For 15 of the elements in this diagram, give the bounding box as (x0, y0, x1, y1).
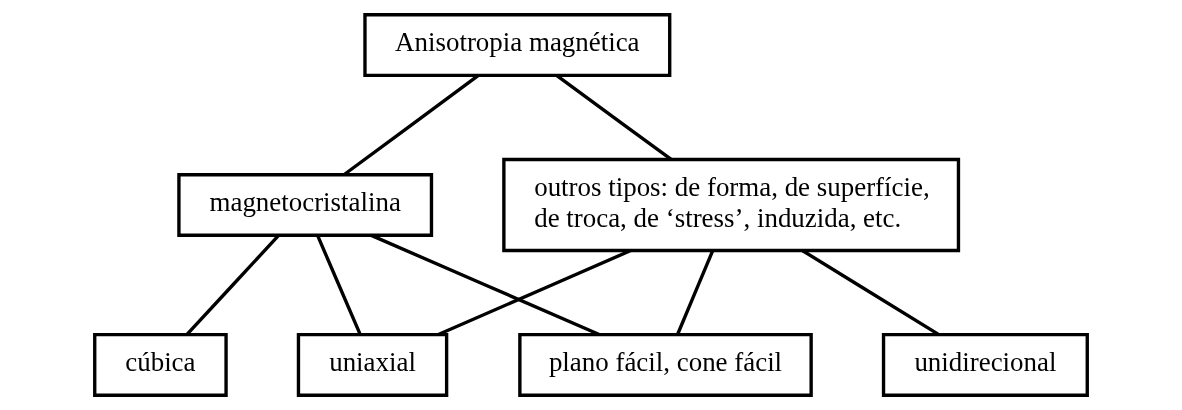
node-box: plano fácil, cone fácil (518, 332, 813, 397)
connector (186, 234, 280, 336)
node-box: unidirecional (881, 332, 1089, 397)
connector (555, 74, 673, 161)
connector (801, 249, 940, 336)
node-box: outros tipos: de forma, de superfície, de troca, de ‘stress’, induzida, etc. (502, 157, 961, 253)
connector (370, 233, 600, 336)
node-box: magnetocristalina (177, 173, 434, 237)
node-box: Anisotropia magnética (363, 13, 672, 78)
node-box: cúbica (93, 332, 228, 397)
connector (316, 234, 362, 335)
connector (676, 250, 715, 336)
connector (437, 248, 632, 337)
connector (343, 74, 480, 176)
node-box: uniaxial (296, 332, 449, 397)
